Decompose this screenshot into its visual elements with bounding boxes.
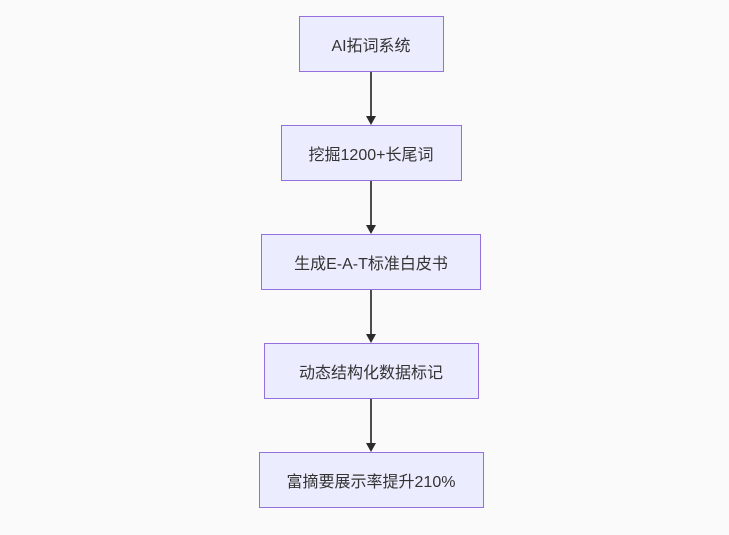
down-arrow-4 [366,399,376,452]
flowchart-node-rich-snippet-result: 富摘要展示率提升210% [258,452,484,508]
down-arrow-3 [366,290,376,343]
arrowhead-icon [366,443,376,452]
arrow-line [370,399,372,443]
arrowhead-icon [366,116,376,125]
arrow-line [370,290,372,334]
arrow-line [370,181,372,225]
down-arrow-1 [366,72,376,125]
flowchart-node-ai-word-system: AI拓词系统 [298,16,444,72]
arrow-line [370,72,372,116]
down-arrow-2 [366,181,376,234]
arrowhead-icon [366,225,376,234]
flowchart-node-structured-data: 动态结构化数据标记 [263,343,479,399]
flowchart-node-longtail-keywords: 挖掘1200+长尾词 [280,125,462,181]
arrowhead-icon [366,334,376,343]
flowchart-node-eat-whitepaper: 生成E-A-T标准白皮书 [261,234,481,290]
flowchart: AI拓词系统 挖掘1200+长尾词 生成E-A-T标准白皮书 动态结构化数据标记… [11,16,729,508]
